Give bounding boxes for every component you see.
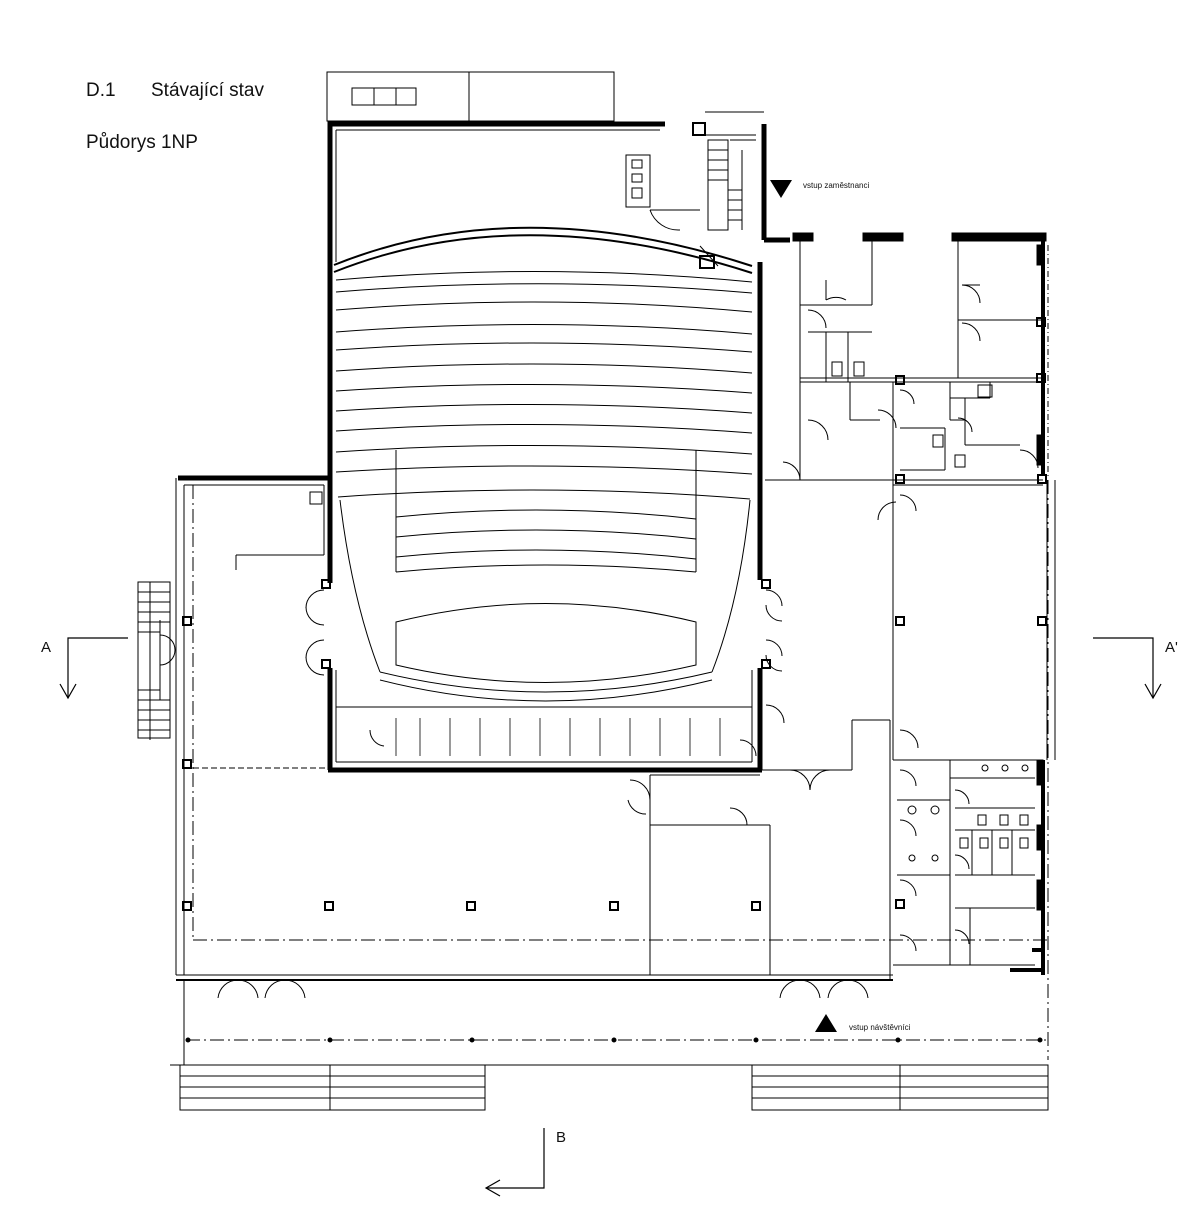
sheet-title: Stávající stav <box>151 80 264 101</box>
visitor-entrance-marker <box>815 1014 837 1032</box>
building-outline <box>176 480 1049 1060</box>
staff-wing <box>782 232 1049 481</box>
central-lobby <box>369 479 890 975</box>
auditorium-walls <box>327 121 790 773</box>
roof-structure <box>326 71 615 122</box>
staff-entrance-label: vstup zaměstnanci <box>803 181 869 190</box>
staff-entrance-marker <box>770 180 792 198</box>
seating-rows <box>335 270 753 702</box>
auditorium-inner <box>335 129 753 763</box>
section-a-prime-label: A' <box>1165 639 1178 656</box>
right-foyer <box>877 474 1056 980</box>
rear-seat-ticks <box>395 718 721 756</box>
left-foyer <box>137 475 771 975</box>
sheet-subtitle: Půdorys 1NP <box>86 132 198 153</box>
section-a <box>59 637 1162 700</box>
section-b <box>484 1128 545 1197</box>
toilet-block <box>893 759 1045 975</box>
sheet-code: D.1 <box>86 80 116 101</box>
projection-booth <box>625 111 764 269</box>
screen-arcs <box>333 226 753 274</box>
terrace <box>170 980 1049 1111</box>
section-a-label: A <box>41 639 51 656</box>
section-b-label: B <box>556 1129 566 1146</box>
visitor-entrance-label: vstup návštěvníci <box>849 1023 911 1032</box>
